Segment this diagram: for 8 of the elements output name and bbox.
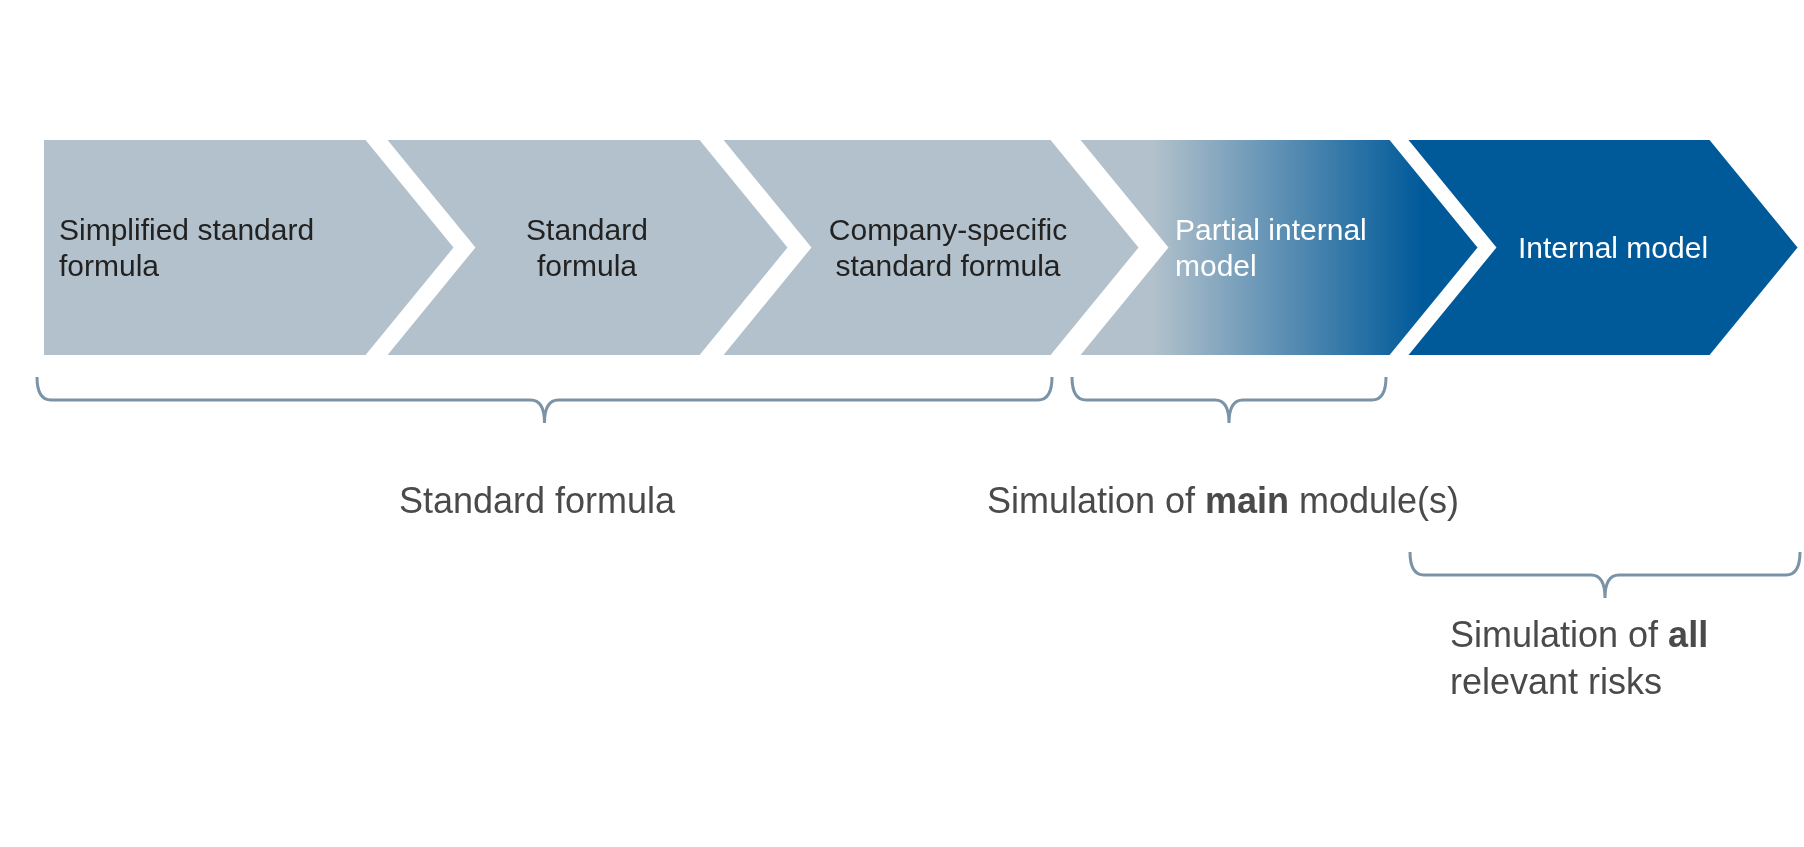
step-label: Simplified standard formula bbox=[59, 211, 316, 284]
step-label: Internal model bbox=[1516, 229, 1710, 266]
step-label: Standard formula bbox=[525, 211, 649, 284]
bracket-caption: Simulation of main module(s) bbox=[985, 479, 1461, 523]
step-label: Partial internal model bbox=[1175, 211, 1368, 284]
bracket-caption: Simulation of all relevant risks bbox=[1450, 613, 1710, 704]
bracket-caption: Standard formula bbox=[397, 479, 677, 523]
step-label: Company-specific standard formula bbox=[827, 211, 1069, 284]
